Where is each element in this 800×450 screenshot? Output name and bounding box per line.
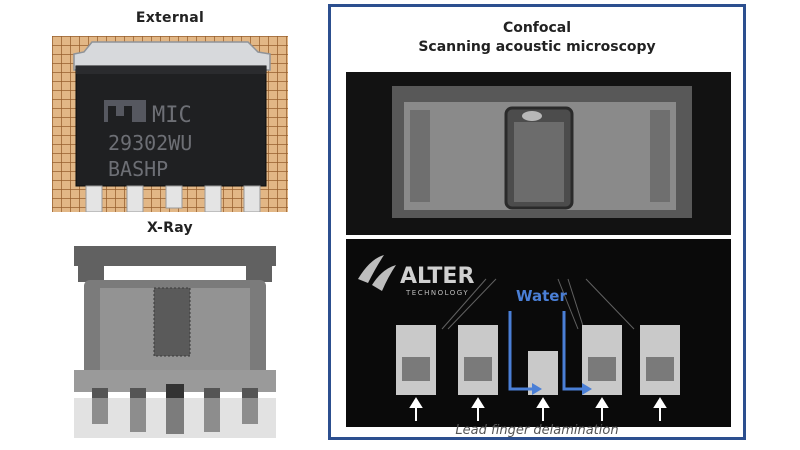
white-up-arrow-icon xyxy=(409,397,667,421)
sam-title: Confocal Scanning acoustic microscopy xyxy=(331,19,743,57)
sam-panel: Confocal Scanning acoustic microscopy AL… xyxy=(328,4,746,440)
alter-logo-sub: TECHNOLOGY xyxy=(405,289,469,297)
water-label: Water xyxy=(516,287,567,305)
chip-marking-line3: BASHP xyxy=(108,157,168,181)
blue-flow-arrow-icon xyxy=(508,311,582,391)
external-chip-photo: MIC 29302WU BASHP xyxy=(52,36,288,212)
xray-label: X-Ray xyxy=(147,220,193,236)
sam-bottom-scan: ALTER TECHNOLOGY xyxy=(346,239,731,427)
alter-logo-text: ALTER xyxy=(400,264,474,289)
xray-image xyxy=(70,238,280,440)
sam-top-scan xyxy=(346,72,731,235)
chip-marking-line1: MIC xyxy=(152,103,192,128)
chip-marking-line2: 29302WU xyxy=(108,131,192,155)
external-label: External xyxy=(135,10,205,26)
sam-title-line1: Confocal xyxy=(502,20,572,36)
sam-title-line2: Scanning acoustic microscopy xyxy=(418,39,656,55)
lead-finger-caption: Lead finger delamination xyxy=(455,423,619,438)
